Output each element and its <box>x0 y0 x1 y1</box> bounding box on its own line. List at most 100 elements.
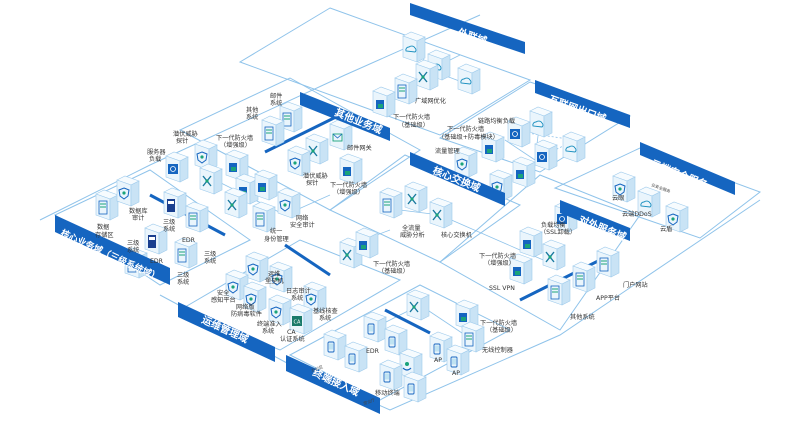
label-lb-1: 负载均衡 <box>541 221 566 229</box>
device-portal[interactable] <box>596 246 620 278</box>
device-mobile[interactable] <box>379 359 403 391</box>
device-mail-gateway[interactable] <box>329 119 353 151</box>
device-mobile[interactable] <box>403 371 427 403</box>
device-other-system[interactable] <box>547 274 571 306</box>
device-wan-optimizer[interactable] <box>394 73 418 105</box>
device-firewall[interactable] <box>481 131 505 163</box>
label-iam-1: 统一 <box>270 227 282 235</box>
device-antivirus[interactable] <box>243 281 267 313</box>
load-balancer-icon <box>510 129 520 139</box>
device-load-balancer[interactable] <box>534 139 558 171</box>
device-bastion[interactable] <box>245 251 269 283</box>
device-wireless-controller[interactable] <box>461 321 485 353</box>
device-switch[interactable] <box>542 239 566 271</box>
device-mail-system[interactable] <box>279 101 303 133</box>
banner-external[interactable]: 外联域 <box>410 3 525 54</box>
device-terminal[interactable] <box>384 324 408 356</box>
label-data-store-1: 数据 <box>97 223 109 231</box>
switch-icon <box>227 199 237 211</box>
domain-banners: 外联域 互联网出口域 云端安全服务 其他业务域 核心交换域 对外服务域 核心业务… <box>55 3 735 414</box>
label-full-traffic-1: 全流量 <box>402 224 421 232</box>
device-ap[interactable] <box>446 344 470 376</box>
device-terminal[interactable] <box>323 329 347 361</box>
device-switch[interactable] <box>406 289 430 321</box>
device-cloud[interactable] <box>529 106 553 138</box>
label-db-audit-1: 数据库 <box>129 207 148 215</box>
antivirus-icon <box>245 293 257 306</box>
device-cloud-shield[interactable] <box>665 201 689 233</box>
device-baseline[interactable] <box>303 281 327 313</box>
net-audit-icon <box>279 199 291 212</box>
device-log-audit[interactable] <box>269 261 293 293</box>
device-server-lb[interactable] <box>165 151 189 183</box>
device-other-system[interactable] <box>261 115 285 147</box>
device-net-audit[interactable] <box>277 187 301 219</box>
label-ob-ngfw-2: （增强级） <box>333 188 364 196</box>
label-ca-2: 认证系统 <box>280 335 305 343</box>
device-tier3-system[interactable] <box>163 187 187 219</box>
label-office-a: 办公区 <box>310 363 323 373</box>
full-traffic-icon <box>382 198 392 213</box>
device-data-store[interactable] <box>95 189 119 221</box>
device-ssl-vpn[interactable] <box>509 253 533 285</box>
device-cloud-eye[interactable] <box>612 171 636 203</box>
device-cloud[interactable] <box>402 31 426 63</box>
device-tier3-system[interactable] <box>144 223 168 255</box>
label-ops-ngfw-1: 下一代防火墙 <box>373 260 410 268</box>
bastion-icon <box>247 263 259 276</box>
label-term-ngfw-2: （基础级） <box>486 326 517 334</box>
label-ext-ngfw-1: 下一代防火墙 <box>393 113 430 121</box>
device-switch[interactable] <box>404 181 428 213</box>
device-terminal[interactable] <box>344 341 368 373</box>
device-edr[interactable] <box>399 348 423 380</box>
firewall-icon <box>376 100 384 109</box>
label-baseline-1: 基线核查 <box>313 307 338 315</box>
device-firewall[interactable] <box>372 86 396 118</box>
firewall-icon <box>343 167 351 176</box>
device-firewall[interactable] <box>512 156 536 188</box>
label-net-audit-1: 网络 <box>296 214 308 222</box>
device-tier3-system[interactable] <box>185 201 209 233</box>
device-nac[interactable] <box>268 294 292 326</box>
device-switch[interactable] <box>339 237 363 269</box>
device-db-audit[interactable] <box>116 175 140 207</box>
device-apt-probe[interactable] <box>287 145 311 177</box>
db-audit-icon <box>118 187 130 200</box>
device-firewall[interactable] <box>339 153 363 185</box>
device-sip[interactable] <box>225 269 249 301</box>
label-cl-ngfw-2: （增强级） <box>220 141 251 149</box>
switch-icon <box>407 193 417 205</box>
device-switch[interactable] <box>199 163 223 195</box>
device-firewall[interactable] <box>455 299 479 331</box>
label-ap-b: AP <box>452 370 460 377</box>
device-cloud-ddos[interactable] <box>637 186 661 218</box>
device-load-balancer[interactable] <box>507 116 531 148</box>
device-traffic-manager[interactable] <box>454 146 478 178</box>
device-cloud[interactable] <box>562 131 586 163</box>
device-switch[interactable] <box>224 187 248 219</box>
device-firewall[interactable] <box>254 169 278 201</box>
label-l3-sys-c-2: 系统 <box>204 257 216 265</box>
device-tier3-system[interactable] <box>174 237 198 269</box>
device-firewall[interactable] <box>519 226 543 258</box>
label-sip-1: 安全 <box>217 289 230 297</box>
device-apt-probe[interactable] <box>194 139 218 171</box>
device-app-platform[interactable] <box>572 261 596 293</box>
device-iam[interactable] <box>252 201 276 233</box>
switch-icon <box>545 251 555 263</box>
device-edr-terminal[interactable] <box>363 311 387 343</box>
device-load-balancer[interactable] <box>554 201 578 233</box>
cloud-icon <box>460 77 472 85</box>
device-ca[interactable]: CA <box>289 303 313 335</box>
label-wan-opt: 广域网优化 <box>415 97 446 105</box>
device-switch[interactable] <box>415 59 439 91</box>
firewall-icon <box>523 240 531 249</box>
device-firewall[interactable] <box>355 227 379 259</box>
device-cloud[interactable] <box>457 63 481 95</box>
mobile-icon <box>383 371 391 383</box>
device-firewall[interactable] <box>225 149 249 181</box>
device-full-traffic[interactable] <box>379 187 403 219</box>
device-ap[interactable] <box>429 331 453 363</box>
device-core-switch[interactable] <box>429 197 453 229</box>
label-l3-sys-d-1: 三级 <box>177 271 189 279</box>
